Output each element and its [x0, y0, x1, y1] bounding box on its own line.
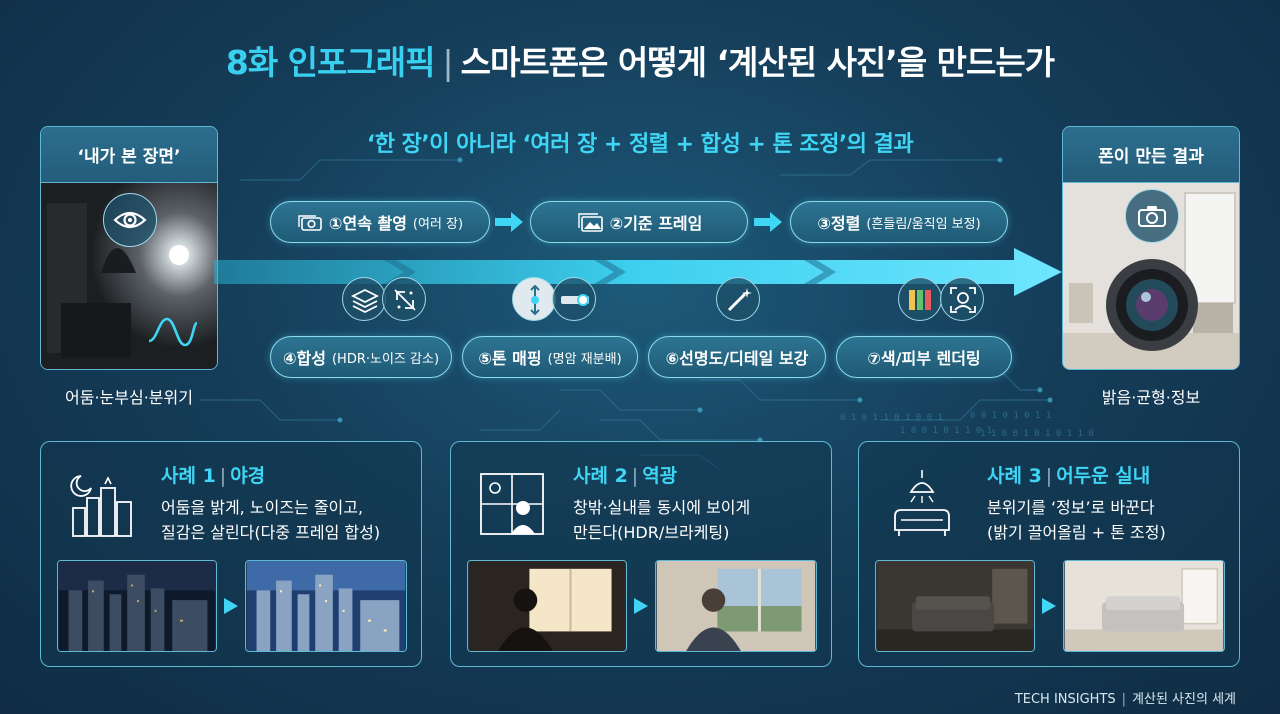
arrow-right-icon: [754, 212, 782, 232]
right-panel-header: 폰이 만든 결과: [1063, 127, 1239, 183]
sofa-lamp-icon: [894, 470, 950, 536]
case-card-dark-indoor: 사례 3|어두운 실내 분위기를 ‘정보’로 바꾼다 (밝기 끌어올림 + 톤 …: [858, 441, 1240, 667]
slider-bar-icon: [552, 277, 596, 321]
title-series: 8화 인포그래픽: [225, 43, 436, 82]
night-after-photo: [245, 560, 407, 652]
case-1-line-1: 어둠을 밝게, 노이즈는 줄이고,: [161, 498, 364, 517]
step-6-label: ⑥선명도/디테일 보강: [665, 349, 809, 368]
step-1-burst-capture: ①연속 촬영 (여러 장): [270, 201, 490, 243]
case-1-title: 사례 1|야경: [161, 461, 265, 488]
camera-icon: [1125, 189, 1179, 243]
night-before-photo: [57, 560, 217, 652]
title-separator: |: [442, 43, 453, 82]
waveform-icon: [148, 317, 198, 347]
eye-icon: [103, 193, 157, 247]
case-3-separator: |: [1045, 465, 1053, 487]
process-subtitle: ‘한 장’이 아니라 ‘여러 장 + 정렬 + 합성 + 톤 조정’의 결과: [366, 132, 914, 157]
step-5-detail: (명암 재분배): [547, 351, 622, 367]
step-3-label: ③정렬: [817, 214, 861, 233]
step-3-detail: (흔들림/움직임 보정): [866, 216, 981, 232]
case-3-line-2: (밝기 끌어올림 + 톤 조정): [987, 523, 1166, 542]
case-1-description: 어둠을 밝게, 노이즈는 줄이고, 질감은 살린다(다중 프레임 합성): [161, 495, 380, 545]
dark-room-after-photo: [1063, 560, 1225, 652]
title-main: 스마트폰은 어떻게 ‘계산된 사진’을 만드는가: [460, 43, 1056, 82]
case-3-description: 분위기를 ‘정보’로 바꾼다 (밝기 끌어올림 + 톤 조정): [987, 495, 1166, 545]
layers-icon: [342, 277, 386, 321]
case-1-line-2: 질감은 살린다(다중 프레임 합성): [161, 523, 381, 542]
case-1-separator: |: [219, 465, 227, 487]
arrow-right-icon: [224, 598, 238, 614]
arrow-right-icon: [1042, 598, 1056, 614]
night-city-icon: [70, 475, 132, 537]
case-2-line-1: 창밖·실내를 동시에 보이게: [573, 498, 751, 517]
svg-text:0 0 1 0 1 0 1 1: 0 0 1 0 1 0 1 1: [970, 411, 1051, 421]
footer-separator: |: [1121, 692, 1127, 707]
case-2-separator: |: [631, 465, 639, 487]
step-6-sharpness: ⑥선명도/디테일 보강: [648, 336, 826, 378]
svg-text:0 1 0 1 1 0 1 0 0 1: 0 1 0 1 1 0 1 0 0 1: [840, 413, 943, 423]
backlight-before-photo: [467, 560, 627, 652]
svg-text:1 1 0 0 1 0 1 0 1 1 0: 1 1 0 0 1 0 1 0 1 1 0: [980, 429, 1094, 439]
footer-brand: TECH INSIGHTS: [1014, 692, 1116, 707]
case-2-title: 사례 2|역광: [573, 461, 677, 488]
step-7-color-rendering: ⑦색/피부 렌더링: [836, 336, 1012, 378]
case-2-line-2: 만든다(HDR/브라케팅): [573, 523, 730, 542]
case-3-line-1: 분위기를 ‘정보’로 바꾼다: [987, 498, 1155, 517]
footer: TECH INSIGHTS | 계산된 사진의 세계: [1015, 688, 1236, 707]
case-2-number: 사례 2: [573, 465, 628, 487]
backlight-after-photo: [655, 560, 817, 652]
step-3-alignment: ③정렬 (흔들림/움직임 보정): [790, 201, 1008, 243]
case-card-backlight: 사례 2|역광 창밖·실내를 동시에 보이게 만든다(HDR/브라케팅): [450, 441, 832, 667]
arrow-right-icon: [495, 212, 523, 232]
case-2-description: 창밖·실내를 동시에 보이게 만든다(HDR/브라케팅): [573, 495, 750, 545]
left-panel: ‘내가 본 장면’: [40, 126, 218, 370]
step-4-label: ④합성: [282, 349, 326, 368]
step-5-label: ⑤톤 매핑: [478, 349, 542, 368]
right-panel-caption: 밝음·균형·정보: [1101, 388, 1201, 407]
tone-slider-icon: [512, 277, 556, 321]
case-3-name: 어두운 실내: [1056, 465, 1151, 487]
step-5-tone-mapping: ⑤톤 매핑 (명암 재분배): [462, 336, 638, 378]
step-1-detail: (여러 장): [412, 216, 464, 232]
case-3-title: 사례 3|어두운 실내: [987, 461, 1150, 488]
step-4-merge: ④합성 (HDR·노이즈 감소): [270, 336, 452, 378]
right-panel: 폰이 만든 결과: [1062, 126, 1240, 370]
case-1-number: 사례 1: [161, 465, 216, 487]
case-card-night: 사례 1|야경 어둠을 밝게, 노이즈는 줄이고, 질감은 살린다(다중 프레임…: [40, 441, 422, 667]
arrow-right-icon: [634, 598, 648, 614]
step-1-label: ①연속 촬영: [328, 214, 407, 233]
case-3-number: 사례 3: [987, 465, 1042, 487]
step-4-detail: (HDR·노이즈 감소): [331, 351, 440, 367]
left-panel-caption: 어둠·눈부심·분위기: [65, 388, 193, 407]
footer-series: 계산된 사진의 세계: [1132, 692, 1236, 707]
svg-text:1 0 0 1 0 1 1 0 1: 1 0 0 1 0 1 1 0 1: [900, 426, 992, 436]
case-2-name: 역광: [642, 465, 678, 487]
step-2-label: ②기준 프레임: [609, 214, 703, 233]
window-person-icon: [480, 473, 544, 535]
step-2-reference-frame: ②기준 프레임: [530, 201, 748, 243]
left-panel-header: ‘내가 본 장면’: [41, 127, 217, 183]
step-7-label: ⑦색/피부 렌더링: [867, 349, 981, 368]
camera-stack-icon: [298, 215, 322, 231]
noise-reduction-icon: [382, 277, 426, 321]
dark-room-before-photo: [875, 560, 1035, 652]
page-title: 8화 인포그래픽|스마트폰은 어떻게 ‘계산된 사진’을 만드는가: [0, 36, 1280, 84]
face-detect-icon: [940, 277, 984, 321]
color-swatch-icon: [898, 277, 942, 321]
case-1-name: 야경: [230, 465, 266, 487]
magic-wand-icon: [716, 277, 760, 321]
image-frames-icon: [577, 213, 603, 232]
